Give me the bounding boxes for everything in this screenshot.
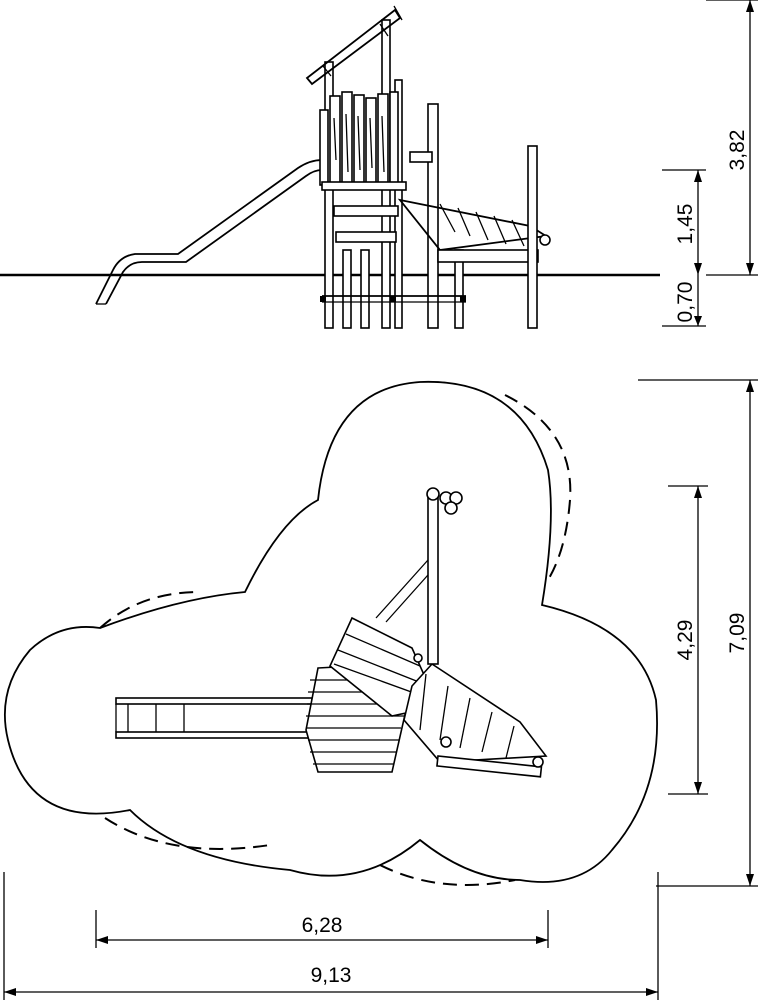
elevation-dimensions xyxy=(662,0,758,327)
net-plan xyxy=(403,662,548,778)
dashed-zone-outline xyxy=(99,591,201,629)
right-post xyxy=(527,145,538,329)
dim-total-height: 3,82 xyxy=(726,130,749,171)
mast-plan xyxy=(413,487,463,665)
dim-equipment-width: 6,28 xyxy=(302,914,343,937)
dim-plan-depth: 7,09 xyxy=(726,613,749,654)
slide-plan xyxy=(115,697,313,739)
dim-platform-height: 1,45 xyxy=(674,204,697,245)
roof xyxy=(305,5,403,86)
wall-planks xyxy=(319,91,399,186)
platform xyxy=(320,181,466,303)
elevation-view xyxy=(0,0,758,329)
plan-dimensions xyxy=(3,379,758,1000)
climbing-net xyxy=(397,151,551,263)
dim-total-width: 9,13 xyxy=(311,964,352,987)
dim-foundation-depth: 0,70 xyxy=(674,282,697,323)
slide xyxy=(95,159,323,305)
plan-view xyxy=(3,379,758,1000)
dim-equipment-depth: 4,29 xyxy=(674,620,697,661)
safety-zone-outline xyxy=(3,381,658,883)
